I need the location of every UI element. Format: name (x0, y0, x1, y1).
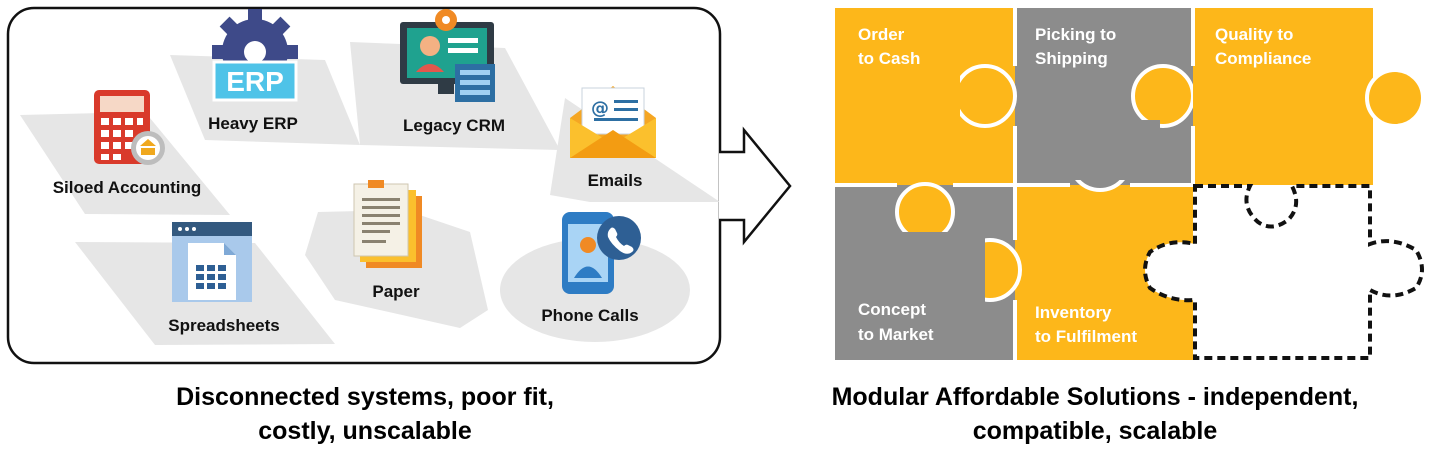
modular-caption: Modular Affordable Solutions - independe… (790, 380, 1400, 448)
piece-label-picking-l2: Shipping (1035, 49, 1108, 68)
modular-caption-line1: Modular Affordable Solutions - independe… (831, 383, 1359, 411)
piece-label-picking-l1: Picking to (1035, 25, 1116, 44)
transition-arrow (719, 126, 792, 246)
piece-label-inventory-l2: to Fulfilment (1035, 327, 1137, 346)
spreadsheet-icon (172, 222, 252, 302)
piece-label-inventory-l1: Inventory (1035, 303, 1112, 322)
legacy-caption-line1: Disconnected systems, poor fit, (176, 383, 554, 411)
label-siloed-accounting: Siloed Accounting (53, 178, 202, 197)
label-heavy-erp: Heavy ERP (208, 114, 298, 133)
svg-text:@: @ (591, 98, 609, 119)
piece-label-concept-l1: Concept (858, 300, 926, 319)
erp-gear-icon: ERP (212, 9, 298, 102)
paper-stack-icon (353, 180, 422, 268)
puzzle-grid (835, 8, 1425, 360)
legacy-caption: Disconnected systems, poor fit, costly, … (80, 380, 650, 448)
piece-label-quality-l1: Quality to (1215, 25, 1293, 44)
piece-label-order-l2: to Cash (858, 49, 920, 68)
piece-label-quality-l2: Compliance (1215, 49, 1311, 68)
piece-label-order-l1: Order (858, 25, 905, 44)
puzzle-piece-empty-slot (1143, 184, 1424, 360)
erp-badge-text: ERP (226, 66, 284, 97)
envelope-icon: @ (570, 86, 656, 158)
label-spreadsheets: Spreadsheets (168, 316, 280, 335)
modular-caption-line2: compatible, scalable (972, 417, 1218, 445)
phone-icon (562, 212, 641, 294)
calculator-icon (94, 90, 165, 165)
legacy-caption-line2: costly, unscalable (258, 417, 472, 445)
label-emails: Emails (588, 171, 643, 190)
label-legacy-crm: Legacy CRM (403, 116, 505, 135)
label-phone-calls: Phone Calls (541, 306, 638, 325)
piece-label-concept-l2: to Market (858, 325, 934, 344)
label-paper: Paper (372, 282, 420, 301)
crm-monitor-icon (400, 9, 495, 102)
